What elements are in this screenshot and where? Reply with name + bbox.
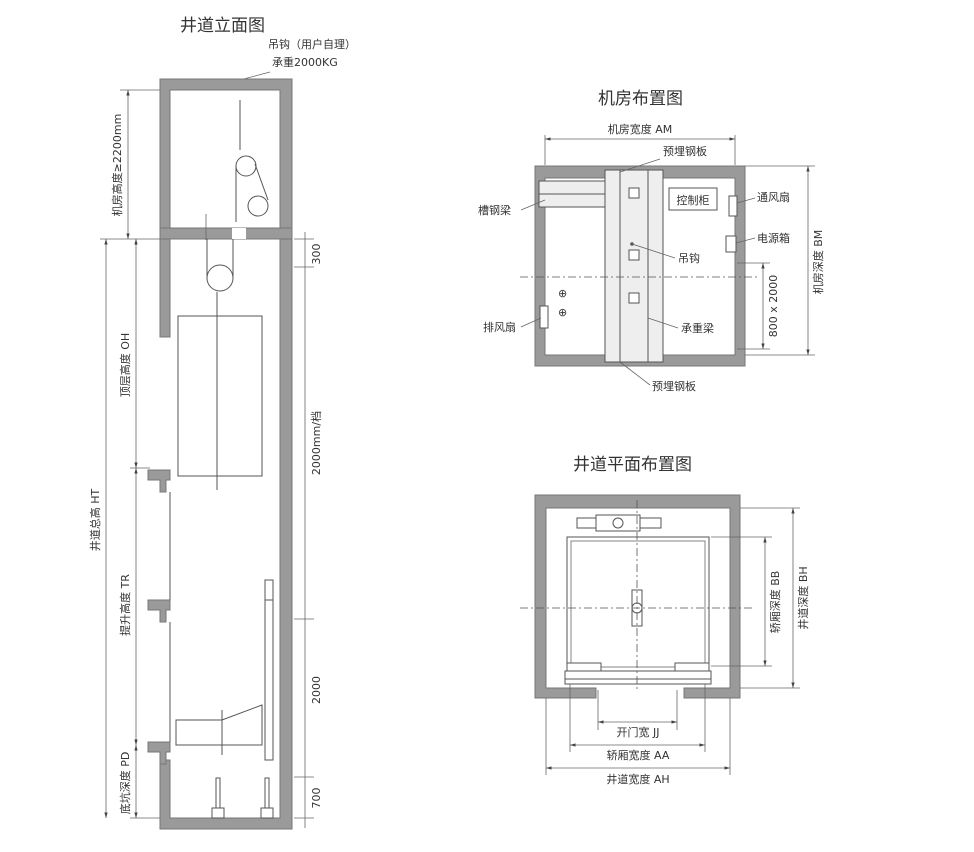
exhaust-leader: [520, 317, 542, 328]
exhaust-fan: [539, 305, 549, 329]
sheave-bottom: [247, 195, 269, 217]
machine-room-slab: [159, 227, 293, 240]
bearing-beam: [604, 169, 664, 363]
hook-label: 吊钩（用户自理）: [268, 37, 356, 51]
left-wall-upper: [159, 238, 171, 338]
landing-sill: [564, 678, 712, 685]
counterweight-head: [264, 579, 274, 601]
shaft-width-label: 井道宽度 AH: [606, 772, 669, 786]
door-width-label: 开门宽 JJ: [617, 725, 660, 739]
bearing-leader: [647, 317, 679, 329]
power-box: [725, 235, 737, 253]
elevator-car: [177, 315, 263, 477]
counterweight-pulley-plan: [612, 517, 624, 529]
car-bottom: [175, 704, 263, 746]
control-cabinet: [668, 187, 718, 211]
plate-top-label: 预埋钢板: [663, 144, 707, 158]
shaft-plan-view: 井道平面布置图 开门宽 JJ 轿厢宽度 AA 井道宽度 AH: [520, 455, 810, 786]
socket-1: ⊕: [558, 287, 567, 300]
am-label: 机房宽度 AM: [608, 122, 673, 136]
sheave-top: [235, 155, 257, 177]
machine-room-height-label: 机房高度≥2200mm: [110, 114, 124, 217]
rope-b: [254, 163, 269, 201]
buffer-left: [215, 777, 221, 809]
buffer-left-base: [211, 807, 225, 819]
car-depth-label: 轿厢深度 BB: [768, 571, 782, 634]
overhead-label: 顶层高度 OH: [118, 333, 132, 397]
elevation-title: 井道立面图: [180, 16, 265, 36]
buffer-right: [264, 777, 270, 809]
dim-2000: 2000: [310, 676, 323, 704]
landing-2: [147, 599, 171, 623]
power-leader: [735, 237, 756, 244]
control-cabinet-label: 控制柜: [677, 193, 710, 207]
landing-1: [147, 469, 171, 493]
car-plan-inner: [570, 540, 706, 668]
shaft-plan-title: 井道平面布置图: [573, 455, 692, 475]
car-pulley: [206, 264, 234, 292]
hole-3: [628, 292, 640, 304]
car-width-label: 轿厢宽度 AA: [607, 748, 670, 762]
opening-label: 800 x 2000: [767, 275, 780, 338]
dim-300: 300: [310, 244, 323, 265]
dim-floor-height: 2000mm/档: [309, 411, 323, 475]
exhaust-fan-label: 排风扇: [483, 320, 516, 334]
pit-depth-label: 底坑深度 PD: [118, 752, 132, 815]
power-box-label: 电源箱: [757, 231, 790, 245]
travel-label: 提升高度 TR: [118, 574, 132, 636]
slab-opening: [232, 228, 246, 239]
vent-fan-label: 通风扇: [757, 190, 790, 204]
car-door-left: [566, 662, 602, 672]
elevation-view: 井道立面图 吊钩（用户自理） 承重2000KG: [88, 16, 356, 830]
hook-leader-mr: [631, 243, 676, 259]
vent-leader: [736, 197, 756, 204]
channel-beam-leader: [520, 199, 546, 211]
counterweight-plan: [595, 514, 641, 532]
buffer-right-base: [260, 807, 274, 819]
car-sill: [564, 670, 712, 680]
shaft-depth-label: 井道深度 BH: [796, 566, 810, 629]
channel-beam-label: 槽钢梁: [478, 203, 511, 217]
machine-room-wall: [534, 165, 746, 367]
shaft-plan-wall: [534, 494, 741, 699]
car-door-right: [674, 662, 710, 672]
plate-top-leader: [619, 158, 661, 173]
total-height-label: 井道总高 HT: [88, 488, 102, 551]
hole-2: [628, 249, 640, 261]
dim-700: 700: [310, 788, 323, 809]
machine-room-title: 机房布置图: [598, 89, 683, 109]
hole-1: [628, 187, 640, 199]
machine-room-view: 机房布置图 机房宽度 AM 控制柜 ⊕ ⊕ 预埋钢板 槽钢梁: [478, 89, 825, 393]
hook-label-mr: 吊钩: [678, 251, 700, 265]
bm-label: 机房深度 BM: [811, 230, 825, 295]
landing-3: [147, 741, 171, 765]
counterweight-rail: [264, 579, 274, 761]
socket-2: ⊕: [558, 306, 567, 319]
plate-bottom-label: 预埋钢板: [652, 379, 696, 393]
vent-fan: [728, 195, 738, 217]
plate-bottom-leader: [619, 361, 651, 386]
load-label: 承重2000KG: [272, 55, 338, 69]
bearing-beam-label: 承重梁: [681, 321, 714, 335]
